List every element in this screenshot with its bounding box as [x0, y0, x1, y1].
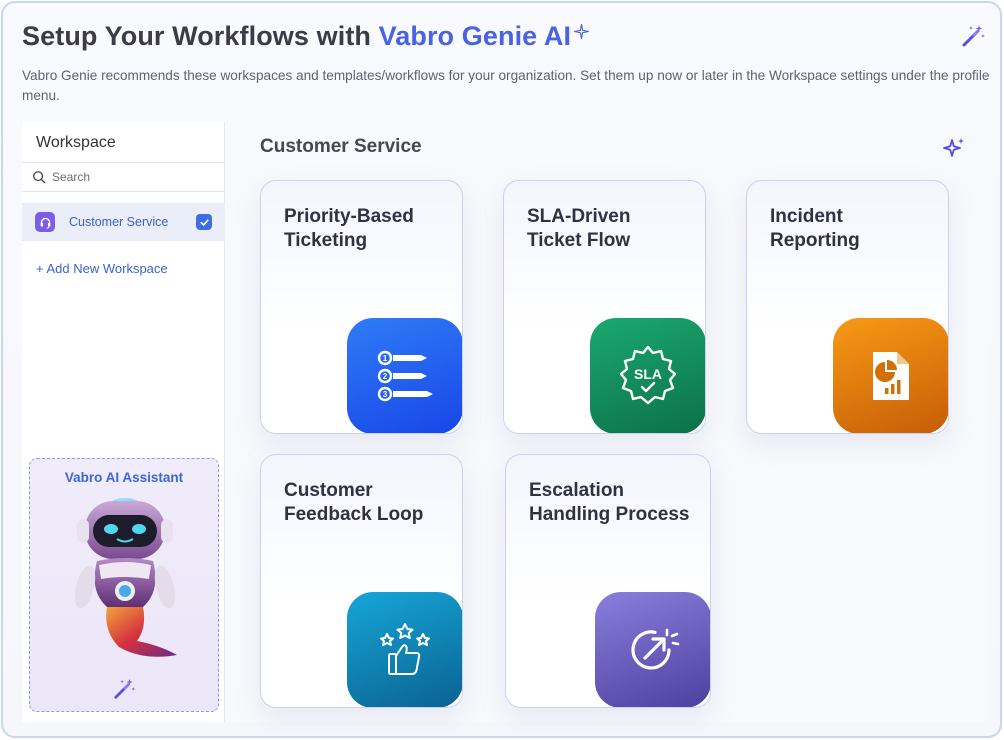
report-document-icon: [833, 318, 948, 433]
workflow-recommendations: Customer Service Priority-Based Ticketin…: [226, 122, 988, 722]
sidebar-title: Workspace: [36, 134, 116, 151]
assistant-title: Vabro AI Assistant: [64, 470, 184, 485]
svg-text:1: 1: [383, 354, 388, 363]
title-prefix: Setup Your Workflows with: [22, 21, 379, 51]
add-workspace-link[interactable]: + Add New Workspace: [36, 261, 168, 276]
ai-assistant-panel[interactable]: Vabro AI Assistant: [29, 458, 219, 712]
magic-wand-icon[interactable]: [960, 23, 986, 49]
workflow-card-escalation-handling-process[interactable]: Escalation Handling Process: [505, 454, 711, 708]
workspace-sidebar: Workspace Customer Service + Add New Wor…: [22, 122, 225, 722]
svg-text:3: 3: [383, 390, 388, 399]
sidebar-item-customer-service[interactable]: Customer Service: [22, 203, 225, 241]
ai-sparkle-icon[interactable]: [942, 136, 966, 160]
headset-icon: [35, 212, 55, 232]
svg-text:SLA: SLA: [634, 366, 662, 382]
search-icon: [33, 171, 46, 184]
workspace-search: [22, 162, 225, 192]
numbered-list-icon: 1 2 3: [347, 318, 462, 433]
svg-text:2: 2: [383, 372, 388, 381]
card-title: Priority-Based Ticketing: [284, 206, 414, 251]
page-subtitle: Vabro Genie recommends these workspaces …: [22, 68, 990, 103]
card-title: Escalation Handling Process: [529, 480, 690, 525]
robot-genie-illustration: [74, 498, 177, 657]
workflow-card-customer-feedback-loop[interactable]: Customer Feedback Loop: [260, 454, 463, 708]
workflow-card-incident-reporting[interactable]: Incident Reporting: [746, 180, 949, 434]
checkmark-icon: [199, 218, 209, 226]
sparkle-icon: [573, 23, 590, 40]
sidebar-item-label: Customer Service: [69, 215, 169, 229]
sla-gear-icon: SLA: [590, 318, 705, 433]
search-input[interactable]: [52, 170, 212, 184]
workspace-checkbox[interactable]: [196, 214, 212, 230]
card-title: Customer Feedback Loop: [284, 480, 424, 525]
section-title: Customer Service: [260, 136, 422, 157]
thumbs-up-stars-icon: [347, 592, 462, 707]
card-title: SLA-Driven Ticket Flow: [527, 206, 631, 251]
escalation-arrow-icon: [595, 592, 710, 707]
magic-wand-icon[interactable]: [112, 677, 136, 701]
title-brand: Vabro Genie AI: [378, 21, 572, 51]
workflow-card-priority-based-ticketing[interactable]: Priority-Based Ticketing 1 2 3: [260, 180, 463, 434]
page-title: Setup Your Workflows with Vabro Genie AI: [22, 21, 590, 52]
workflow-card-sla-driven-ticket-flow[interactable]: SLA-Driven Ticket Flow SLA: [503, 180, 706, 434]
card-title: Incident Reporting: [770, 206, 860, 251]
